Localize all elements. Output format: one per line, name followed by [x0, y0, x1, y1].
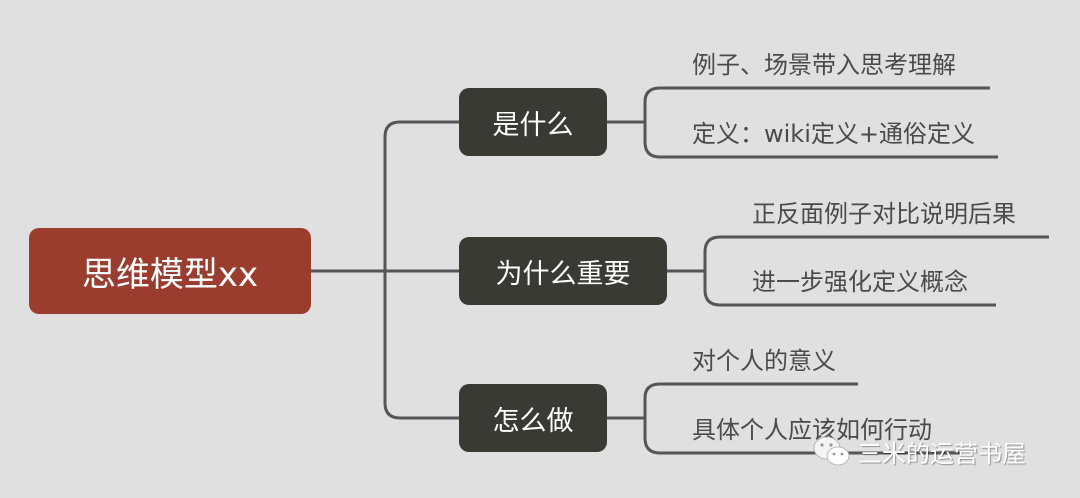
connector-branch-2-top	[703, 235, 1049, 271]
leaf-node[interactable]: 定义：wiki定义+通俗定义	[692, 120, 975, 148]
connector-branch-3-bottom	[643, 418, 960, 455]
leaf-node[interactable]: 对个人的意义	[692, 347, 836, 375]
leaf-node[interactable]: 例子、场景带入思考理解	[692, 51, 956, 79]
connector-branch-1-bottom	[643, 122, 998, 159]
watermark: 三米的运营书屋	[812, 434, 1026, 469]
connector-trunk-bottom	[383, 271, 459, 420]
connector-branch-2-bottom	[703, 271, 996, 307]
root-node[interactable]: 思维模型xx	[29, 228, 311, 314]
root-label: 思维模型xx	[81, 254, 259, 295]
branch-node-how[interactable]: 怎么做	[459, 384, 607, 452]
leaf-node[interactable]: 进一步强化定义概念	[752, 268, 968, 296]
wechat-icon	[813, 436, 850, 465]
branch-node-what[interactable]: 是什么	[459, 88, 607, 156]
leaf-node[interactable]: 正反面例子对比说明后果	[752, 200, 1016, 228]
connector-branch-1-top	[643, 86, 990, 122]
connector-trunk-top	[383, 120, 459, 271]
branch-label: 为什么重要	[495, 258, 631, 290]
branch-label: 是什么	[492, 109, 574, 141]
branch-node-why[interactable]: 为什么重要	[459, 237, 667, 305]
leaf-node[interactable]: 具体个人应该如何行动	[692, 416, 932, 444]
watermark-text: 三米的运营书屋	[858, 440, 1026, 468]
branch-label: 怎么做	[492, 405, 574, 437]
connector-branch-3-top	[643, 382, 858, 418]
